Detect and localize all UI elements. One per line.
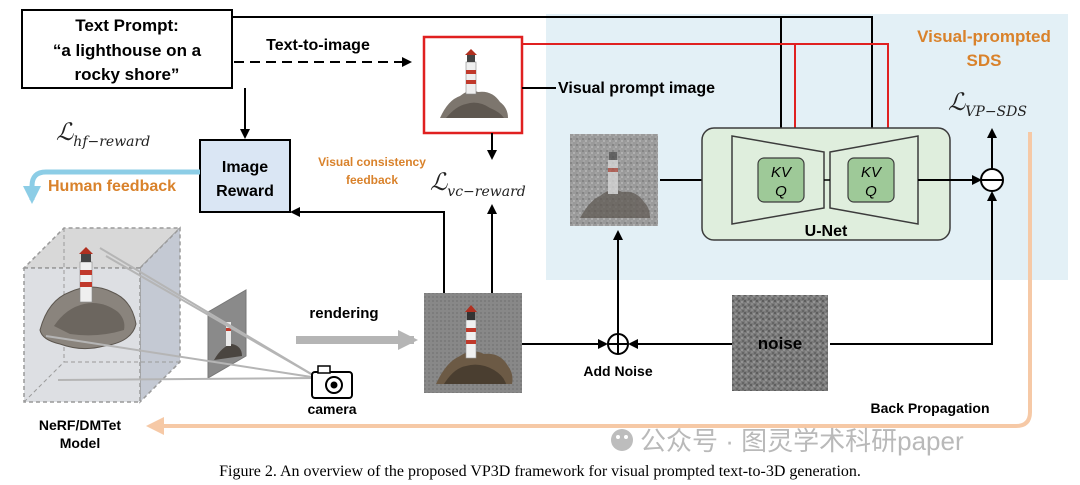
image-reward-line2: Reward	[216, 183, 274, 200]
unet-attention-block-left	[757, 157, 805, 203]
noise-image	[732, 295, 828, 391]
human-feedback-label: Human feedback	[48, 178, 176, 195]
loss-vc-main: ℒ	[430, 168, 448, 196]
loss-hf-main: ℒ	[56, 118, 74, 146]
visual-prompt-image-label: Visual prompt image	[558, 80, 715, 97]
human-feedback-arrow	[23, 169, 200, 204]
back-propagation-arrow	[146, 132, 1032, 435]
loss-vp-sds: ℒVP−SDS	[948, 88, 1027, 120]
text-prompt-box	[21, 9, 233, 89]
image-reward-line1: Image	[222, 159, 268, 176]
text-to-image-label: Text-to-image	[266, 37, 370, 54]
loss-hf-reward: ℒhf−reward	[56, 118, 150, 150]
rendered-lighthouse	[436, 305, 513, 384]
visual-consistency-line2: feedback	[346, 173, 398, 187]
image-plane-lighthouse	[214, 322, 242, 360]
text-prompt-title: Text Prompt:	[75, 16, 179, 35]
unet-block-right-q: Q	[865, 183, 877, 200]
watermark-text: 公众号 · 图灵学术科研paper	[640, 426, 964, 456]
loss-vc-sub: vc−reward	[447, 184, 525, 200]
add-noise-label: Add Noise	[583, 363, 652, 379]
back-propagation-label: Back Propagation	[870, 400, 989, 416]
loss-hf-sub: hf−reward	[73, 134, 150, 150]
camera-rays	[45, 247, 319, 381]
nerf-label-line2: Model	[60, 435, 100, 451]
unet-block-right-kv: KV	[861, 164, 883, 181]
unet-block-left-kv: KV	[771, 164, 793, 181]
noisy-latent-lighthouse	[580, 152, 650, 218]
visual-prompt-lighthouse-image	[440, 49, 508, 118]
text-prompt-line1: “a lighthouse on a	[53, 41, 202, 60]
loss-vc-reward: ℒvc−reward	[430, 168, 526, 200]
text-to-unet-line-2	[232, 16, 877, 160]
nerf-label-line1: NeRF/DMTet	[39, 417, 122, 433]
visual-consistency-line1: Visual consistency	[318, 155, 426, 169]
loss-vp-sub: VP−SDS	[965, 104, 1027, 120]
text-prompt-line2: rocky shore”	[75, 65, 180, 84]
rendering-label: rendering	[309, 305, 378, 322]
visual-prompted-sds-line2: SDS	[967, 51, 1002, 70]
render-to-reward-arrow	[290, 207, 445, 293]
visual-prompted-sds-line1: Visual-prompted	[917, 27, 1051, 46]
figure-caption: Figure 2. An overview of the proposed VP…	[219, 463, 861, 480]
visual-prompt-to-unet-red-2	[522, 43, 893, 160]
wechat-icon	[611, 429, 633, 451]
nerf-lighthouse-3d	[39, 247, 137, 350]
image-reward-box	[199, 139, 291, 213]
noise-to-minus-arrow	[830, 191, 997, 345]
unet-label: U-Net	[805, 223, 848, 240]
unet-attention-block-right	[847, 157, 895, 203]
unet-block-left-q: Q	[775, 183, 787, 200]
watermark: 公众号 · 图灵学术科研paper	[611, 426, 964, 456]
loss-vp-main: ℒ	[948, 88, 966, 116]
camera-icon	[311, 365, 353, 399]
noise-label: noise	[758, 334, 802, 353]
camera-label: camera	[307, 401, 356, 417]
